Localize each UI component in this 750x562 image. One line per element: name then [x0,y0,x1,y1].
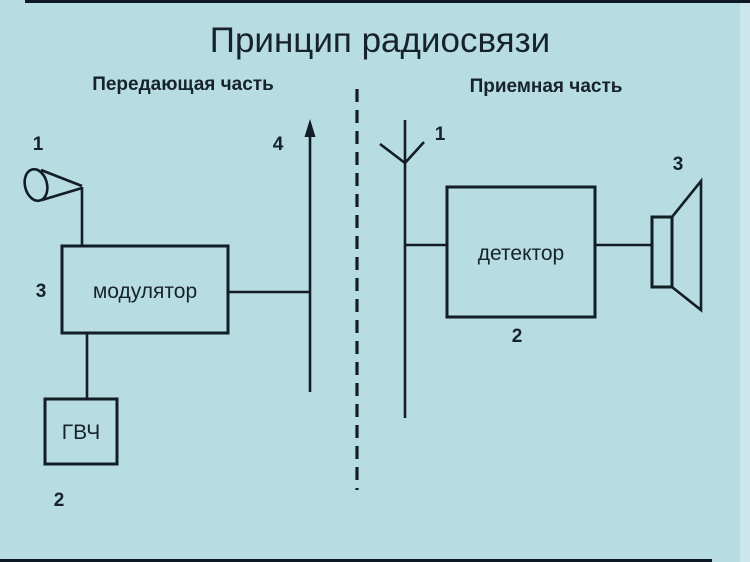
receiver-section: детектор 1 2 3 [379,120,703,418]
receiver-num-antenna: 1 [435,124,446,145]
receive-antenna-icon [379,120,425,418]
transmitter-section: модулятор ГВЧ 1 2 3 4 [23,119,316,511]
transmitter-num-microphone: 1 [33,134,44,155]
modulator-box [60,244,230,335]
transmit-antenna-icon [304,119,316,392]
bottom-border-strip [0,559,712,562]
modulator-label: модулятор [93,280,197,303]
microphone-icon [23,167,83,203]
receiver-num-speaker: 3 [673,154,684,175]
transmitter-num-modulator: 3 [36,281,47,302]
receiver-heading: Приемная часть [470,76,623,97]
transmitter-num-gvch: 2 [54,490,65,511]
transmitter-heading: Передающая часть [92,74,274,95]
receiver-num-detector: 2 [512,326,523,347]
right-edge-highlight [740,0,750,562]
page-title: Принцип радиосвязи [210,21,550,60]
top-border-strip [25,0,750,3]
gvch-box [43,397,119,466]
gvch-label: ГВЧ [62,421,100,444]
speaker-icon [650,177,703,313]
transmitter-num-antenna: 4 [273,134,284,155]
detector-box [445,185,597,319]
detector-label: детектор [478,242,564,265]
